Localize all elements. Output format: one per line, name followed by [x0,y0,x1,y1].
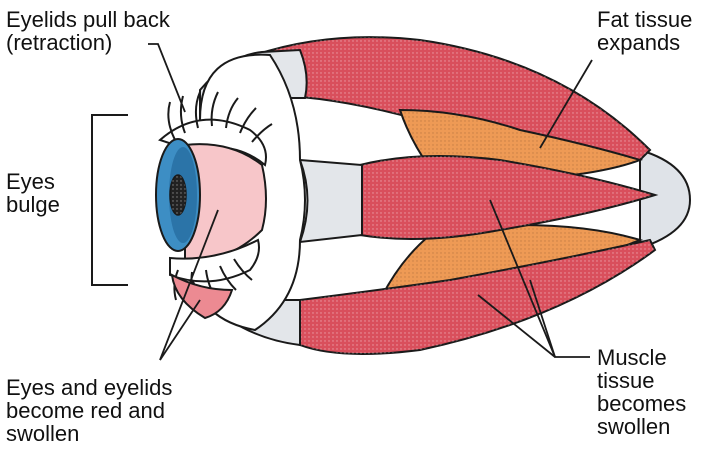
label-line: Eyelids pull back [6,8,170,31]
label-line: (retraction) [6,31,170,54]
label-line: Eyes [6,170,60,193]
label-line: bulge [6,193,60,216]
label-fat-tissue: Fat tissue expands [597,8,692,54]
label-line: becomes [597,392,686,415]
label-line: tissue [597,369,686,392]
label-eyelids-retraction: Eyelids pull back (retraction) [6,8,170,54]
middle-tendon [300,160,362,242]
label-line: swollen [6,422,172,445]
bracket-icon [92,115,128,285]
label-line: Eyes and eyelids [6,376,172,399]
label-red-swollen: Eyes and eyelids become red and swollen [6,376,172,445]
label-line: expands [597,31,692,54]
label-line: Fat tissue [597,8,692,31]
label-muscle-swollen: Muscle tissue becomes swollen [597,346,686,438]
label-line: Muscle [597,346,686,369]
label-line: swollen [597,415,686,438]
optic-nerve-tip [640,150,690,248]
label-eyes-bulge: Eyes bulge [6,170,60,216]
label-line: become red and [6,399,172,422]
